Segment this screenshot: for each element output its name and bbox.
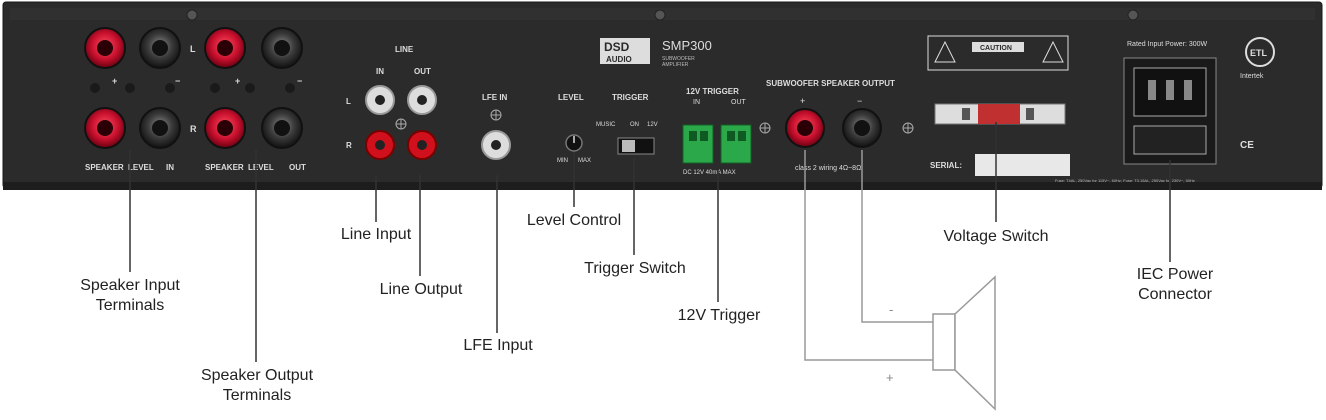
- level-min-label: MIN: [557, 158, 568, 164]
- trigger-label: TRIGGER: [612, 93, 649, 102]
- svg-text:AUDIO: AUDIO: [606, 55, 632, 64]
- speaker-output-callout: Speaker Output Terminals: [186, 366, 328, 406]
- ground-screw-icon: [759, 122, 914, 134]
- ground-screw-icon: [395, 109, 502, 130]
- svg-text:DSD: DSD: [604, 40, 630, 54]
- line-in-label: IN: [376, 67, 384, 76]
- fuse-spec: Fuse: T4AL, 250Vac for 115V~, 60Hz; Fuse…: [1055, 178, 1195, 183]
- trigger-mode-switch[interactable]: [617, 137, 655, 155]
- line-output-jacks[interactable]: [407, 85, 437, 160]
- trigger-on-label: ON: [630, 122, 639, 128]
- minus-label: −: [857, 96, 862, 106]
- speaker-plus-label: +: [886, 370, 894, 385]
- trigger12-out-label: OUT: [731, 99, 747, 106]
- channel-left-label: L: [346, 97, 351, 106]
- level-max-label: MAX: [578, 158, 591, 164]
- trigger-switch-callout: Trigger Switch: [584, 260, 686, 277]
- ce-mark: CE: [1240, 140, 1254, 151]
- trigger-music-label: MUSIC: [596, 122, 616, 128]
- trigger12-terminals[interactable]: [682, 124, 752, 164]
- level-knob[interactable]: [565, 134, 583, 152]
- iec-power-connector[interactable]: [1123, 57, 1217, 165]
- model-subtitle-1: SUBWOOFER: [662, 56, 695, 62]
- lfe-in-label: LFE IN: [482, 93, 508, 102]
- speaker-in-label-3: IN: [166, 163, 174, 172]
- leader-lines: [129, 122, 1171, 362]
- channel-right-label: R: [190, 124, 197, 134]
- serial-label: SERIAL:: [930, 161, 962, 170]
- svg-text:CAUTION: CAUTION: [980, 45, 1012, 52]
- rated-power: Rated Input Power: 300W: [1127, 41, 1208, 48]
- sub-output-spec: class 2 wiring 4Ω~8Ω: [795, 165, 861, 172]
- model-name: SMP300: [662, 38, 712, 53]
- minus-label: −: [175, 76, 180, 86]
- brand-logo: DSD AUDIO: [600, 38, 650, 64]
- line-title: LINE: [395, 45, 414, 54]
- speaker-input-terminals[interactable]: [84, 27, 181, 149]
- callout-line-1: Speaker Output: [200, 367, 314, 384]
- trigger12-in-label: IN: [693, 99, 700, 106]
- minus-label: −: [297, 76, 302, 86]
- callout-line-1: Speaker Input: [80, 277, 180, 294]
- speaker-out-label-2: LEVEL: [248, 163, 274, 172]
- callout-line-1: IEC Power: [1136, 266, 1214, 283]
- lfe-input-callout: LFE Input: [463, 337, 533, 354]
- line-input-jacks[interactable]: [365, 85, 395, 160]
- serial-sticker: [975, 154, 1070, 176]
- intertek-label: Intertek: [1240, 73, 1264, 80]
- speaker-out-label-1: SPEAKER: [205, 163, 244, 172]
- speaker-in-label-1: SPEAKER: [85, 163, 124, 172]
- callout-line-2: Terminals: [222, 387, 292, 404]
- caution-label: CAUTION: [927, 35, 1069, 71]
- plus-label: +: [800, 96, 805, 106]
- trigger-12v-callout: 12V Trigger: [677, 307, 761, 324]
- trigger-12v-label: 12V: [647, 122, 658, 128]
- speaker-wiring: [804, 150, 933, 361]
- speaker-out-label-3: OUT: [289, 163, 306, 172]
- speaker-in-label-2: LEVEL: [128, 163, 154, 172]
- plus-label: +: [112, 76, 117, 86]
- callout-line-2: Connector: [1138, 286, 1212, 303]
- channel-left-label: L: [190, 44, 196, 54]
- etl-logo: ETL: [1245, 37, 1275, 67]
- subwoofer-output-terminals[interactable]: [785, 108, 882, 148]
- sub-output-title: SUBWOOFER SPEAKER OUTPUT: [766, 79, 895, 88]
- level-label: LEVEL: [558, 93, 584, 102]
- trigger12-title: 12V TRIGGER: [686, 87, 739, 96]
- model-subtitle-2: AMPLIFIER: [662, 62, 689, 68]
- iec-connector-callout: IEC Power Connector: [1118, 265, 1232, 305]
- voltage-switch-callout: Voltage Switch: [943, 228, 1049, 245]
- line-input-callout: Line Input: [340, 226, 412, 243]
- svg-text:ETL: ETL: [1250, 48, 1268, 58]
- voltage-switch[interactable]: [934, 103, 1066, 125]
- trigger12-spec: DC 12V 40mA MAX: [683, 170, 736, 176]
- level-control-callout: Level Control: [526, 212, 622, 229]
- lfe-input-jack[interactable]: [481, 130, 511, 160]
- line-out-label: OUT: [414, 67, 431, 76]
- line-output-callout: Line Output: [379, 281, 463, 298]
- plus-label: +: [235, 76, 240, 86]
- loudspeaker-icon: [932, 275, 996, 411]
- screw-icon: [186, 9, 1139, 21]
- speaker-minus-label: -: [889, 302, 893, 317]
- speaker-input-callout: Speaker Input Terminals: [66, 276, 194, 316]
- speaker-output-terminals[interactable]: [204, 27, 303, 149]
- channel-right-label: R: [346, 141, 352, 150]
- callout-line-2: Terminals: [95, 297, 165, 314]
